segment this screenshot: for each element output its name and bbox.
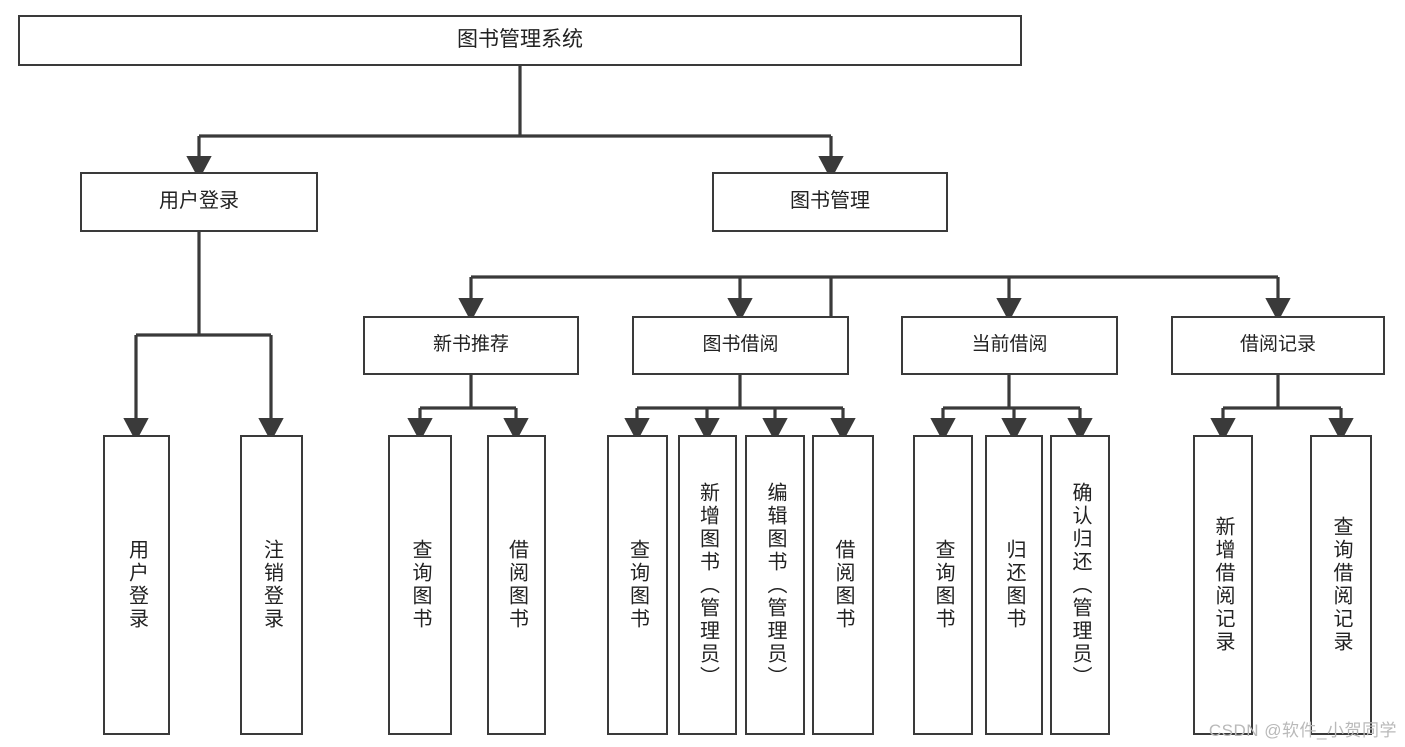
node-book-management[interactable]: 图书管理 [712, 172, 948, 232]
node-book-borrow[interactable]: 图书借阅 [632, 316, 849, 375]
node-leaf-label: 查询图书 [626, 539, 649, 631]
node-leaf-label: 注销登录 [260, 539, 283, 631]
node-leaf[interactable]: 查询图书 [607, 435, 668, 735]
node-new-book-recommend-label: 新书推荐 [432, 334, 509, 356]
node-borrow-records-label: 借阅记录 [1239, 334, 1316, 356]
node-leaf-label: 查询图书 [409, 539, 431, 631]
node-current-borrow[interactable]: 当前借阅 [901, 316, 1118, 375]
csdn-watermark: CSDN @软件_小贺同学 [1208, 721, 1397, 740]
node-leaf[interactable]: 查询图书 [913, 435, 973, 735]
node-leaf-label: 新增图书（管理员） [696, 481, 719, 689]
node-leaf[interactable]: 查询借阅记录 [1310, 435, 1372, 735]
node-leaf-label: 编辑图书（管理员） [764, 481, 786, 689]
node-user-login-label: 用户登录 [159, 190, 239, 213]
node-leaf[interactable]: 注销登录 [240, 435, 303, 735]
node-leaf-label: 借阅图书 [832, 539, 854, 631]
node-leaf-label: 新增借阅记录 [1212, 516, 1234, 654]
node-leaf[interactable]: 用户登录 [103, 435, 170, 735]
node-leaf[interactable]: 查询图书 [388, 435, 452, 735]
node-root-system[interactable]: 图书管理系统 [18, 15, 1022, 66]
node-root-label: 图书管理系统 [457, 28, 583, 52]
node-leaf[interactable]: 新增图书（管理员） [678, 435, 737, 735]
node-book-management-label: 图书管理 [790, 190, 870, 213]
node-book-borrow-label: 图书借阅 [702, 334, 779, 356]
node-leaf-label: 借阅图书 [505, 539, 528, 631]
node-leaf[interactable]: 编辑图书（管理员） [745, 435, 805, 735]
node-leaf-label: 归还图书 [1003, 539, 1025, 631]
node-leaf[interactable]: 借阅图书 [487, 435, 546, 735]
node-leaf-label: 用户登录 [125, 539, 148, 631]
node-current-borrow-label: 当前借阅 [971, 334, 1048, 356]
node-leaf-label: 查询借阅记录 [1330, 516, 1352, 654]
node-leaf[interactable]: 归还图书 [985, 435, 1043, 735]
node-leaf[interactable]: 新增借阅记录 [1193, 435, 1253, 735]
node-leaf-label: 确认归还（管理员） [1069, 481, 1091, 689]
node-leaf[interactable]: 确认归还（管理员） [1050, 435, 1110, 735]
node-borrow-records[interactable]: 借阅记录 [1171, 316, 1385, 375]
node-leaf-label: 查询图书 [932, 539, 954, 631]
node-leaf[interactable]: 借阅图书 [812, 435, 874, 735]
node-user-login[interactable]: 用户登录 [80, 172, 318, 232]
node-new-book-recommend[interactable]: 新书推荐 [363, 316, 579, 375]
